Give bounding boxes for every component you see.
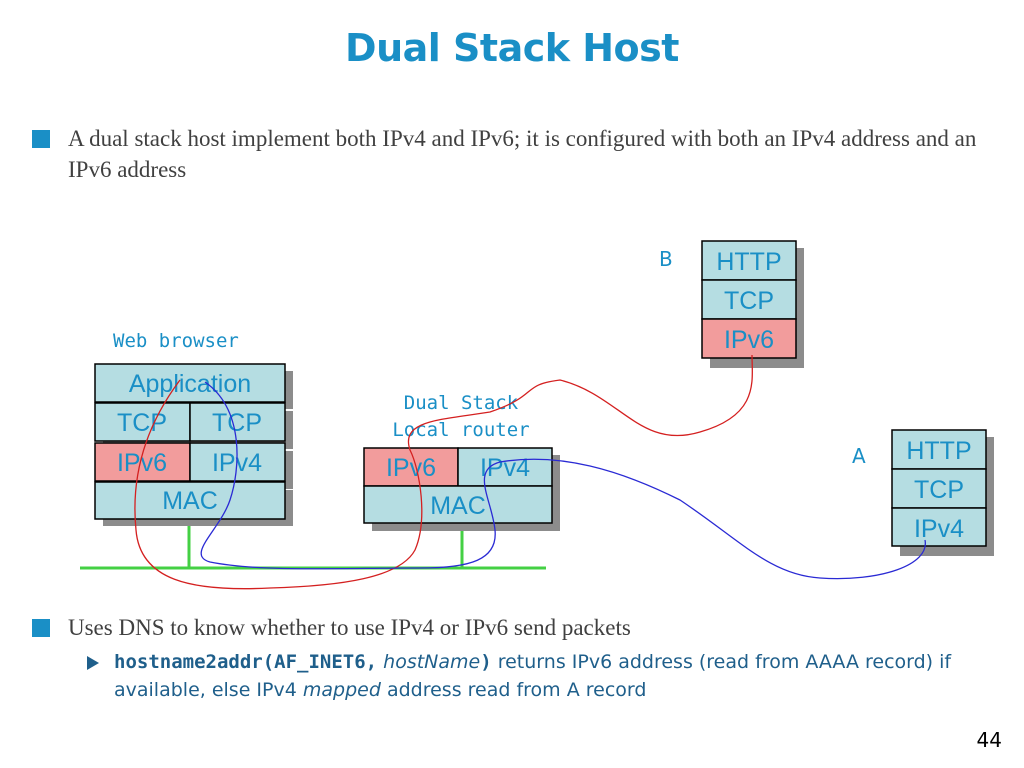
bullet-text-dns: Uses DNS to know whether to use IPv4 or …: [68, 615, 631, 640]
code-argument: hostName: [383, 651, 481, 673]
host-a-ipv4-text: IPv4: [914, 515, 964, 543]
web-browser-label: Web browser: [113, 330, 239, 352]
ipv4-path: [200, 381, 926, 580]
host-b-tcp-text: TCP: [724, 287, 774, 315]
host-a-http-text: HTTP: [906, 437, 971, 465]
code-close-paren: ): [480, 651, 492, 673]
sub-bullet-marker: [87, 656, 99, 670]
host-a-tcp-text: TCP: [914, 476, 964, 504]
host-b-ipv6-text: IPv6: [724, 326, 774, 354]
browser-mac-text: MAC: [162, 487, 218, 515]
browser-ipv6-text: IPv6: [117, 449, 167, 477]
host-b-tcp-cell: [701, 279, 797, 320]
router-label-line1: Dual Stack: [404, 392, 519, 414]
router-ipv6-text: IPv6: [386, 454, 436, 482]
router-mac-text: MAC: [430, 492, 486, 520]
code-function: hostname2addr(AF_INET6,: [114, 651, 378, 673]
page-number: 44: [976, 728, 1002, 752]
host-a-tcp-cell: [891, 468, 987, 509]
slide-title: Dual Stack Host: [345, 26, 679, 70]
bullet-text: A dual stack host implement both IPv4 an…: [68, 126, 977, 182]
sub-bullet-text: hostname2addr(AF_INET6, hostName) return…: [114, 648, 1004, 704]
browser-mac-cell: [94, 481, 286, 520]
sub-text-part1: returns IPv6 address (read from AAAA rec…: [114, 651, 952, 701]
browser-application-text: Application: [129, 370, 251, 398]
host-b-label: B: [659, 247, 673, 271]
host-b-http-cell: [701, 240, 797, 281]
router-mac-cell: [363, 485, 553, 524]
bullet-marker: [32, 619, 50, 637]
mapped-word: mapped: [302, 679, 381, 701]
browser-tcp-right-text: TCP: [212, 409, 262, 437]
browser-application-cell: [94, 363, 286, 403]
bullet-marker: [32, 130, 50, 148]
browser-tcp-right-cell: [189, 402, 286, 442]
router-ipv6-cell: [363, 447, 459, 487]
host-a-ipv4-cell: [891, 507, 987, 547]
ipv6-path: [134, 354, 753, 590]
router-ipv4-text: IPv4: [480, 454, 530, 482]
router-ipv4-cell: [457, 447, 553, 487]
host-a-label: A: [852, 444, 866, 468]
sub-text-part2: address read from A record: [380, 679, 647, 701]
router-label-line2: Local router: [392, 419, 529, 441]
host-b-http-text: HTTP: [716, 248, 781, 276]
host-b-ipv6-cell: [701, 318, 797, 359]
